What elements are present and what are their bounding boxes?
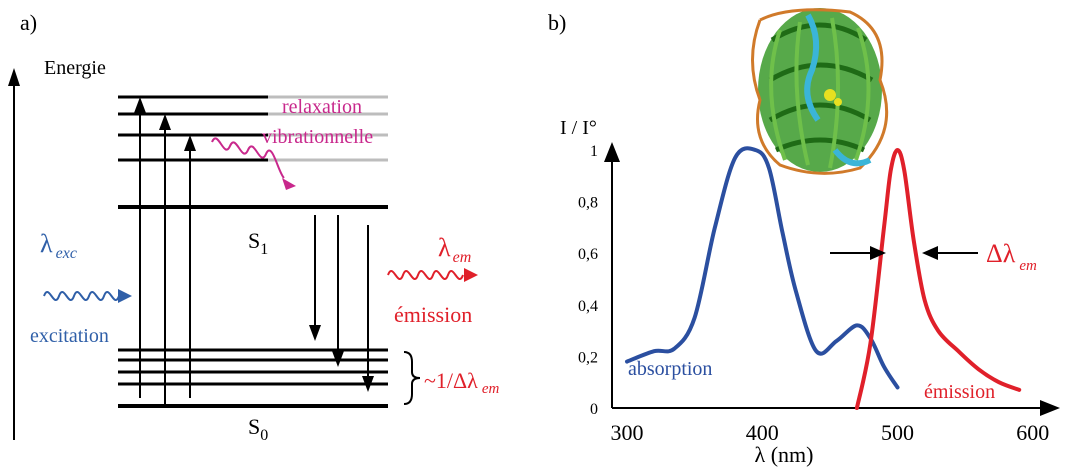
emission-arrows: [309, 215, 374, 392]
chart-x-axis-arrowhead: [1040, 400, 1060, 416]
relaxation-label-1: relaxation: [282, 96, 362, 118]
s1-label: S1: [248, 228, 268, 258]
y-tick-label: 0,4: [578, 298, 598, 315]
y-tick-label: 0,2: [578, 349, 598, 366]
s0-label: S0: [248, 414, 268, 444]
x-tick-label: 500: [881, 420, 914, 445]
excitation-arrows: [134, 97, 196, 406]
y-tick-label: 0: [590, 401, 598, 418]
y-tick-label: 0,8: [578, 195, 598, 212]
x-tick-labels: 300 400 500 600: [611, 420, 1050, 445]
x-tick-label: 300: [611, 420, 644, 445]
chart-y-label: I / I°: [560, 117, 597, 139]
series-line-absorption: [625, 146, 900, 390]
y-tick-label: 1: [590, 143, 598, 160]
chart-y-axis-arrowhead: [604, 142, 620, 162]
gfp-protein-illustration: [751, 8, 889, 175]
y-tick-label: 0,6: [578, 246, 598, 263]
excitation-wave-arrowhead: [118, 289, 132, 303]
s1-vibrational-levels: [118, 95, 388, 162]
emission-wave-arrowhead: [464, 268, 478, 282]
excitation-wave: [43, 291, 120, 301]
excitation-label: excitation: [30, 325, 109, 347]
relaxation-label-2: vibrationnelle: [262, 126, 373, 148]
panel-a: a) Energie S1 S0: [8, 10, 500, 444]
absorption-label: absorption: [628, 358, 712, 380]
chart-x-label: λ (nm): [755, 442, 814, 467]
emission-wave: [387, 270, 464, 280]
y-tick-labels: 0 0,2 0,4 0,6 0,8 1: [578, 143, 598, 418]
energy-label: Energie: [44, 57, 106, 79]
s0-vibrational-levels: [118, 348, 388, 386]
emission-label-a: émission: [394, 302, 472, 327]
brace: [403, 351, 421, 405]
delta-lambda-marker: [830, 246, 978, 260]
panel-a-label: a): [20, 10, 37, 35]
relaxation-arrowhead: [282, 178, 296, 190]
x-tick-label: 600: [1016, 420, 1049, 445]
energy-axis-arrowhead: [8, 68, 20, 86]
chart-series: [625, 146, 1022, 410]
emission-label-b: émission: [924, 381, 995, 403]
relaxation-wave: [211, 137, 285, 179]
x-tick-label: 400: [746, 420, 779, 445]
panel-b-label: b): [548, 10, 566, 35]
series-line-emission: [854, 148, 1022, 410]
panel-b: b) I / I° λ (nm) 0 0,2 0,4 0,6 0,8 1 300 400 50…: [548, 8, 1060, 467]
